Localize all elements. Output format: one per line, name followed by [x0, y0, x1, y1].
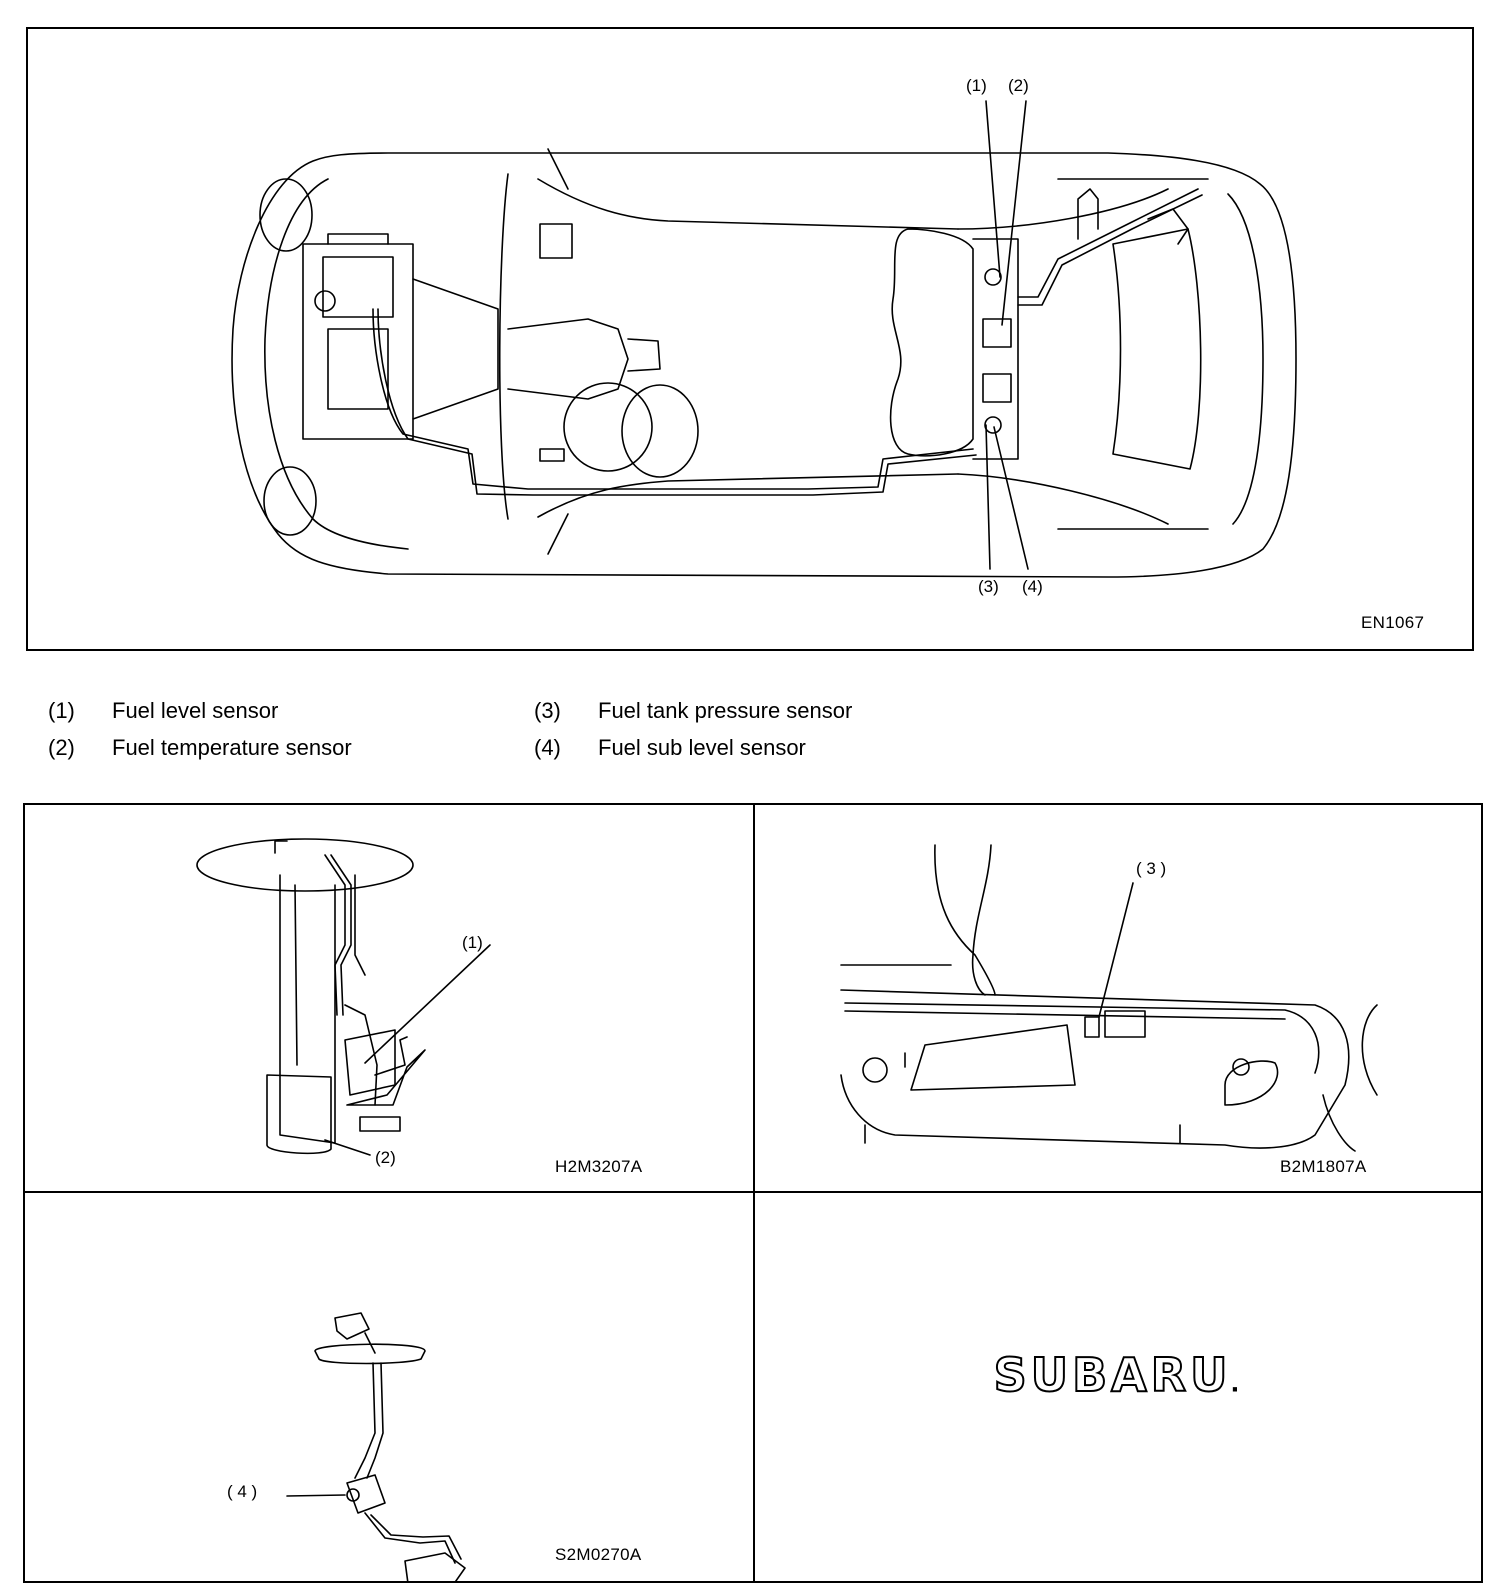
logo-panel: SUBARU. — [755, 1193, 1481, 1581]
subaru-logo: SUBARU. — [993, 1347, 1243, 1403]
figure-code: S2M0270A — [555, 1545, 642, 1564]
legend-item: (3) Fuel tank pressure sensor — [534, 692, 852, 729]
legend-number: (4) — [534, 735, 561, 760]
legend-right-column: (3) Fuel tank pressure sensor (4) Fuel s… — [534, 692, 852, 766]
vehicle-overview-figure: (1) (2) (3) (4) EN1067 — [26, 27, 1474, 651]
legend-left-column: (1) Fuel level sensor (2) Fuel temperatu… — [48, 692, 352, 766]
legend-label: Fuel level sensor — [112, 698, 279, 723]
legend-number: (1) — [48, 698, 75, 723]
legend-label: Fuel tank pressure sensor — [598, 698, 853, 723]
fuel-pump-figure: (1) (2) H2M3207A — [25, 805, 755, 1193]
legend-item: (2) Fuel temperature sensor — [48, 729, 352, 766]
callout-2: (2) — [1008, 76, 1029, 95]
callout-4: (4) — [1022, 577, 1043, 596]
callout-4: ( 4 ) — [227, 1482, 258, 1501]
tank-top-drawing — [840, 844, 1378, 1152]
legend-item: (1) Fuel level sensor — [48, 692, 352, 729]
legend-number: (3) — [534, 698, 561, 723]
tank-pressure-sensor-figure: ( 3 ) B2M1807A — [755, 805, 1481, 1193]
callout-3: (3) — [978, 577, 999, 596]
legend-number: (2) — [48, 735, 75, 760]
sub-level-sensor-figure: ( 4 ) S2M0270A — [25, 1193, 755, 1581]
legend-item: (4) Fuel sub level sensor — [534, 729, 852, 766]
legend-label: Fuel temperature sensor — [112, 735, 352, 760]
detail-figures-grid: (1) (2) H2M3207A ( 3 ) B2M1807A — [23, 803, 1483, 1583]
fuel-pump-drawing — [196, 838, 491, 1156]
callout-1: (1) — [462, 933, 483, 952]
figure-code: B2M1807A — [1280, 1157, 1367, 1176]
callout-3: ( 3 ) — [1136, 859, 1167, 878]
callout-1: (1) — [966, 76, 987, 95]
callout-2: (2) — [375, 1148, 396, 1167]
vehicle-outline-drawing — [231, 100, 1297, 578]
sub-level-sensor-drawing — [286, 1312, 466, 1581]
legend-label: Fuel sub level sensor — [598, 735, 806, 760]
figure-code: H2M3207A — [555, 1157, 643, 1176]
figure-code: EN1067 — [1361, 613, 1425, 632]
